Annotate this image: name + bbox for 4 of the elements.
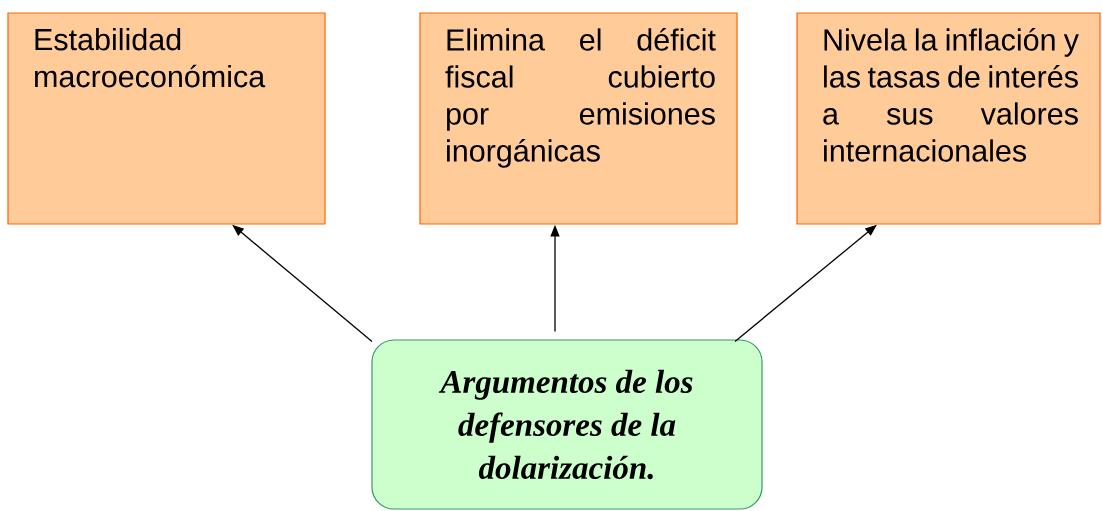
text-box: Nivela la inflación y las tasas de interés a sus valores internacionales — [796, 12, 1101, 225]
text-box: Elimina el déficit fiscal cubierto por emisiones inorgánicas — [419, 12, 738, 225]
topic-box: Argumentos de los defensores de la dolarización. — [371, 339, 763, 510]
text-box: Estabilidad macroeconómica — [7, 12, 326, 225]
